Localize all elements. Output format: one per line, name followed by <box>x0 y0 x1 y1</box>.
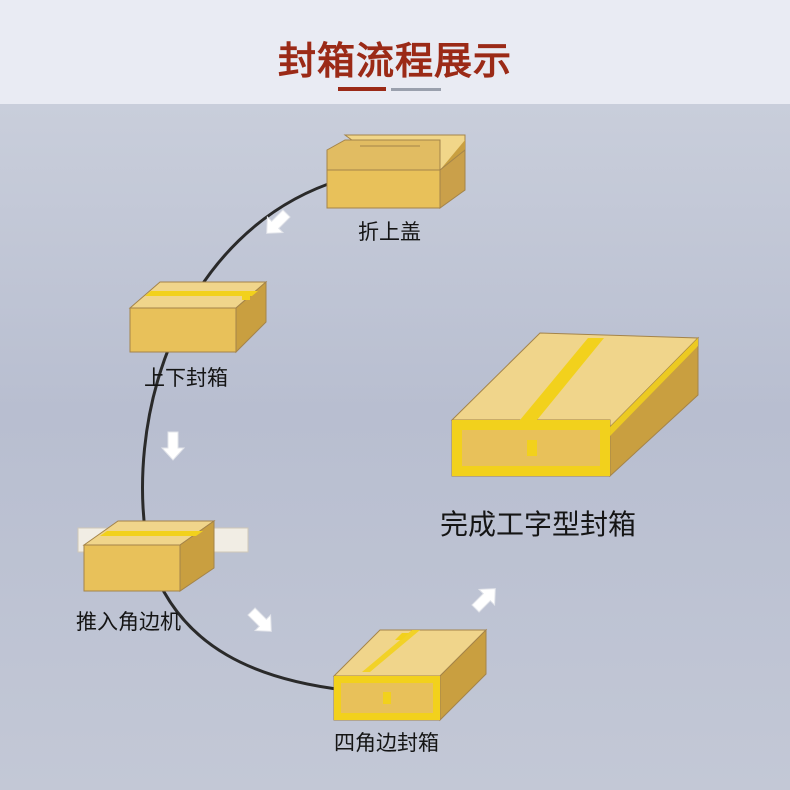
step-label-fold-top-cover: 折上盖 <box>358 220 421 244</box>
arrow-icon <box>160 431 186 461</box>
title-underline-gray <box>391 88 441 91</box>
arrow-icon <box>266 209 291 234</box>
box-top-bottom-seal <box>128 280 268 354</box>
step-label-final-h-seal: 完成工字型封箱 <box>440 508 637 541</box>
box-fold-top-cover <box>326 134 466 209</box>
box-final-h-seal <box>450 332 700 478</box>
box-push-corner-machine <box>77 520 249 592</box>
arrow-icon <box>247 607 272 632</box>
page-title: 封箱流程展示 <box>277 39 512 83</box>
header-bar: 封箱流程展示 <box>0 0 790 104</box>
step-label-push-corner-machine: 推入角边机 <box>76 610 181 634</box>
title-underline-accent <box>338 87 386 91</box>
arrow-icon <box>471 588 496 613</box>
step-label-top-bottom-seal: 上下封箱 <box>144 366 228 390</box>
box-four-corner-seal <box>332 628 488 722</box>
step-label-four-corner-seal: 四角边封箱 <box>334 731 439 755</box>
